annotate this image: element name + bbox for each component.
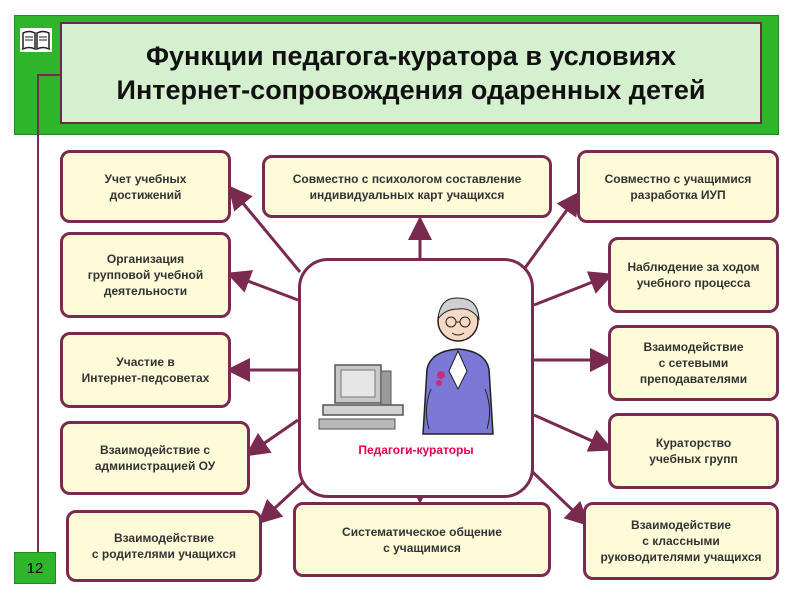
box-organizaciya: Организация групповой учебной дeятельнос… [60, 232, 231, 318]
arrow-nablyudenie [533, 271, 614, 307]
page-title: Функции педагога-куратора в условиях Инт… [116, 41, 706, 105]
box-iup: Совместно с учащимися разработка ИУП [577, 150, 779, 223]
arrow-iup [523, 191, 581, 269]
decor-horizontal-line [37, 74, 61, 76]
arrow-administraciya [245, 418, 299, 457]
box-uchet: Учет учебных достижений [60, 150, 231, 223]
decor-vertical-line [37, 74, 39, 554]
box-administraciya: Взаимодействие с администрацией ОУ [60, 421, 250, 495]
arrow-organizaciya [226, 270, 299, 302]
box-pedsovet: Участие в Интернет-педсоветах [60, 332, 231, 408]
box-roditeli: Взаимодействие с родителями учащихся [66, 510, 262, 582]
teacher-icon [422, 297, 494, 435]
arrow-kuratorstvo [533, 413, 614, 452]
box-psiholog: Совместно с психологом составление индив… [262, 155, 552, 218]
center-panel: Педагоги-кураторы [298, 258, 534, 498]
book-icon [20, 28, 52, 52]
slide-number: 12 [14, 552, 56, 584]
title-box: Функции педагога-куратора в условиях Инт… [60, 22, 762, 124]
arrow-uchet [228, 185, 302, 273]
center-label: Педагоги-кураторы [358, 443, 474, 457]
box-setevye: Взаимодействие с сетевыми преподавателям… [608, 325, 779, 401]
box-obshenie: Систематическое общение с учащимися [293, 502, 551, 577]
box-nablyudenie: Наблюдение за ходом учебного процесса [608, 237, 779, 313]
computer-icon [318, 364, 404, 430]
box-kuratorstvo: Кураторство учебных групп [608, 413, 779, 489]
box-klassnye: Взаимодействие с классными руководителям… [583, 502, 779, 580]
